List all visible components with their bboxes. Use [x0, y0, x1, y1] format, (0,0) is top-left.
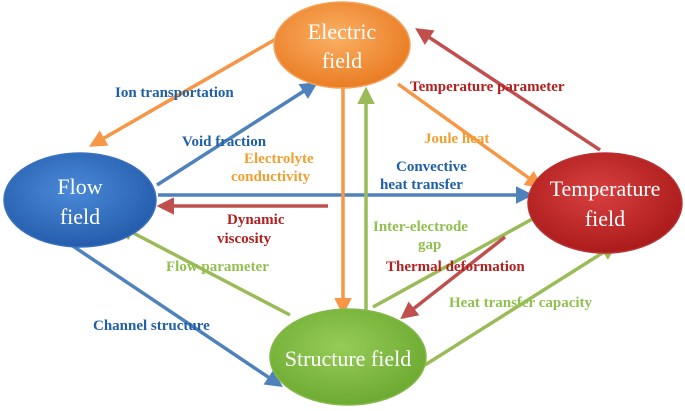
label-joule-heat: Joule heat — [424, 131, 489, 147]
label-convective-2: heat transfer — [380, 177, 463, 193]
arrow-temperature-parameter — [415, 28, 601, 152]
label-flow-parameter: Flow parameter — [166, 259, 269, 275]
label-inter-electrode-2: gap — [418, 237, 441, 253]
label-thermal-deformation: Thermal deformation — [386, 259, 525, 275]
arrow-channel-structure — [51, 230, 283, 387]
label-channel-structure: Channel structure — [93, 318, 210, 334]
arrow-heat-transfer-capacity — [424, 243, 618, 367]
label-convective-1: Convective — [396, 159, 467, 175]
arrow-ion-transportation — [88, 26, 296, 147]
label-heat-transfer-capacity: Heat transfer capacity — [449, 295, 593, 311]
node-flow-label-1: Flow — [57, 174, 102, 199]
node-electric-label-1: Electric — [308, 19, 377, 44]
arrow-void-fraction — [156, 82, 318, 187]
node-electric-field: Electric field — [273, 1, 411, 89]
label-inter-electrode-1: Inter-electrode — [373, 219, 468, 235]
node-electric-label-2: field — [322, 48, 362, 73]
label-void-fraction: Void fraction — [182, 134, 267, 150]
node-temperature-label-2: field — [585, 206, 625, 231]
arrow-joule-heat — [396, 82, 543, 189]
label-electrolyte-conductivity-1: Electrolyte — [244, 151, 314, 167]
label-ion-transportation: Ion transportation — [115, 85, 234, 101]
label-electrolyte-conductivity-2: conductivity — [231, 169, 311, 185]
node-temperature-field: Temperature field — [527, 152, 683, 254]
arrow-flow-parameter — [116, 224, 291, 317]
label-temperature-parameter: Temperature parameter — [410, 79, 565, 95]
node-structure-label: Structure field — [285, 346, 411, 371]
node-structure-field: Structure field — [269, 308, 427, 406]
label-dynamic-viscosity-2: viscosity — [217, 231, 272, 247]
node-flow-field: Flow field — [3, 152, 157, 248]
node-flow-label-2: field — [60, 204, 100, 229]
arrow-thermal-deformation — [400, 235, 507, 320]
arrow-inter-electrode-gap — [372, 210, 549, 309]
node-temperature-label-1: Temperature — [550, 176, 661, 201]
label-dynamic-viscosity-1: Dynamic — [227, 212, 285, 228]
